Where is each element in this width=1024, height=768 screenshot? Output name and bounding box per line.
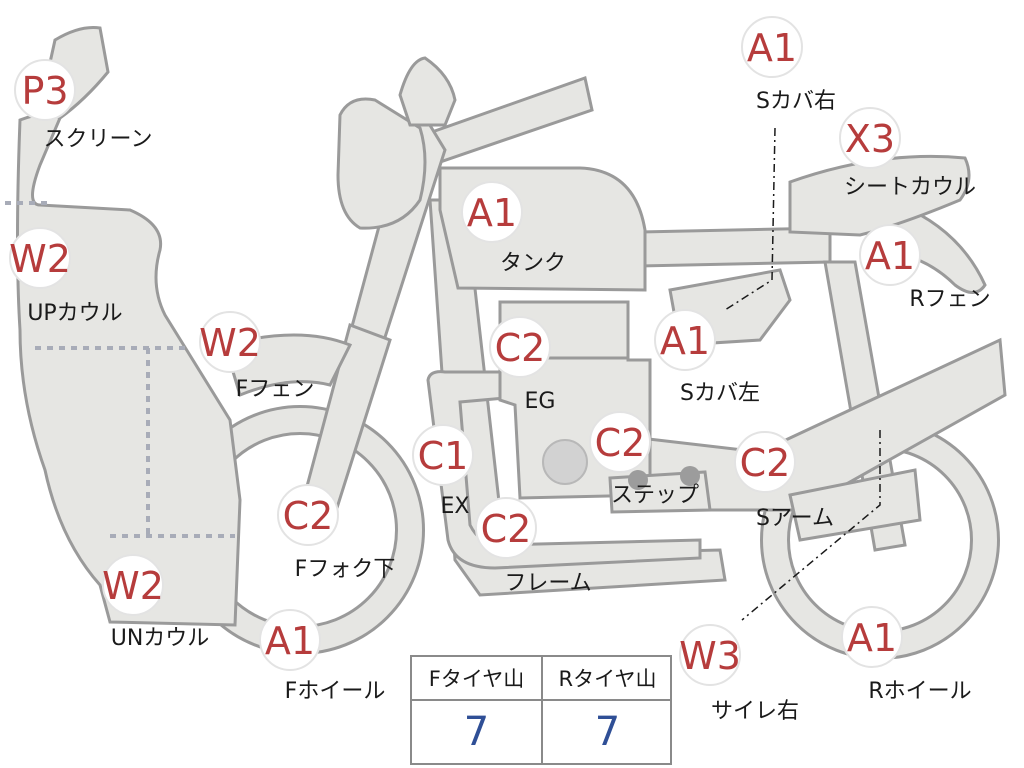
- grade-badge: [679, 624, 741, 686]
- rear-tire-column: Rタイヤ山 7: [543, 657, 672, 763]
- grade-badge: [654, 309, 716, 371]
- grade-text: C2: [481, 507, 532, 551]
- part-label: シートカウル: [844, 175, 976, 200]
- headlight-shape: [336, 97, 427, 230]
- step-peg-rear: [680, 466, 700, 486]
- upper-cowl-shape: [16, 113, 242, 627]
- part-label: UNカウル: [111, 626, 210, 651]
- grade-text: C2: [495, 326, 546, 370]
- grade-text: A1: [847, 616, 897, 660]
- grade-text: W2: [9, 237, 71, 281]
- grade-text: W2: [102, 564, 164, 608]
- part-label: Fフォク下: [295, 557, 396, 582]
- part-marker-seatcowl: X3 シートカウル: [839, 107, 976, 200]
- front-tire-column: Fタイヤ山 7: [412, 657, 543, 763]
- part-label: EG: [525, 389, 556, 414]
- grade-badge: [412, 424, 474, 486]
- engine-case-cover: [542, 439, 588, 485]
- part-label: フレーム: [504, 571, 591, 596]
- part-marker-silencer_right: W3 サイレ右: [679, 624, 799, 724]
- grade-text: W3: [679, 634, 741, 678]
- grade-badge: [461, 181, 523, 243]
- part-label: サイレ右: [711, 699, 799, 724]
- grade-badge: [841, 606, 903, 668]
- part-label: Sカバ左: [680, 381, 760, 406]
- grade-text: A1: [660, 319, 710, 363]
- grade-text: X3: [845, 117, 895, 161]
- step-peg-front: [628, 470, 648, 490]
- part-label: ステップ: [611, 483, 699, 508]
- grade-text: A1: [865, 234, 915, 278]
- grade-badge: [199, 311, 261, 373]
- part-label: Sアーム: [756, 506, 834, 531]
- part-label: EX: [441, 494, 470, 519]
- tire-tread-table: Fタイヤ山 7 Rタイヤ山 7: [410, 655, 672, 765]
- grade-badge: [14, 59, 76, 121]
- part-marker-frame: C2 フレーム: [475, 497, 592, 596]
- part-label: Rホイール: [868, 679, 971, 704]
- grade-badge: [859, 224, 921, 286]
- grade-badge: [475, 497, 537, 559]
- grade-badge: [741, 16, 803, 78]
- grade-badge: [9, 227, 71, 289]
- part-marker-screen: P3 スクリーン: [14, 59, 153, 152]
- grade-badge: [489, 316, 551, 378]
- grade-text: C1: [418, 434, 469, 478]
- grade-badge: [839, 107, 901, 169]
- grade-text: W2: [199, 321, 261, 365]
- grade-text: A1: [265, 619, 315, 663]
- part-label: Fフェン: [236, 377, 315, 402]
- rear-tire-value: 7: [594, 709, 621, 755]
- grade-text: C2: [740, 441, 791, 485]
- leader-silencer-right: [741, 430, 881, 621]
- part-label: Sカバ右: [756, 89, 836, 114]
- part-marker-step: C2 ステップ: [589, 411, 699, 508]
- part-label: スクリーン: [44, 127, 153, 152]
- grade-text: C2: [283, 494, 334, 538]
- rear-tire-header: Rタイヤ山: [543, 657, 672, 701]
- frame-top-tube: [430, 76, 594, 164]
- grade-badge: [102, 554, 164, 616]
- grade-text: C2: [595, 421, 646, 465]
- front-tire-value: 7: [463, 709, 490, 755]
- part-marker-tank: A1 タンク: [461, 181, 566, 276]
- grade-text: A1: [747, 26, 797, 70]
- grade-badge: [277, 484, 339, 546]
- grade-badge: [734, 431, 796, 493]
- part-label: タンク: [500, 251, 566, 276]
- mirror-shape: [398, 56, 457, 127]
- part-label: UPカウル: [27, 301, 122, 326]
- grade-badge: [589, 411, 651, 473]
- grade-badge: [259, 609, 321, 671]
- grade-text: P3: [21, 69, 68, 113]
- part-label: Rフェン: [909, 287, 990, 312]
- grade-text: A1: [467, 191, 517, 235]
- part-label: Fホイール: [285, 679, 386, 704]
- silencer-shape: [788, 468, 922, 542]
- front-tire-header: Fタイヤ山: [412, 657, 541, 701]
